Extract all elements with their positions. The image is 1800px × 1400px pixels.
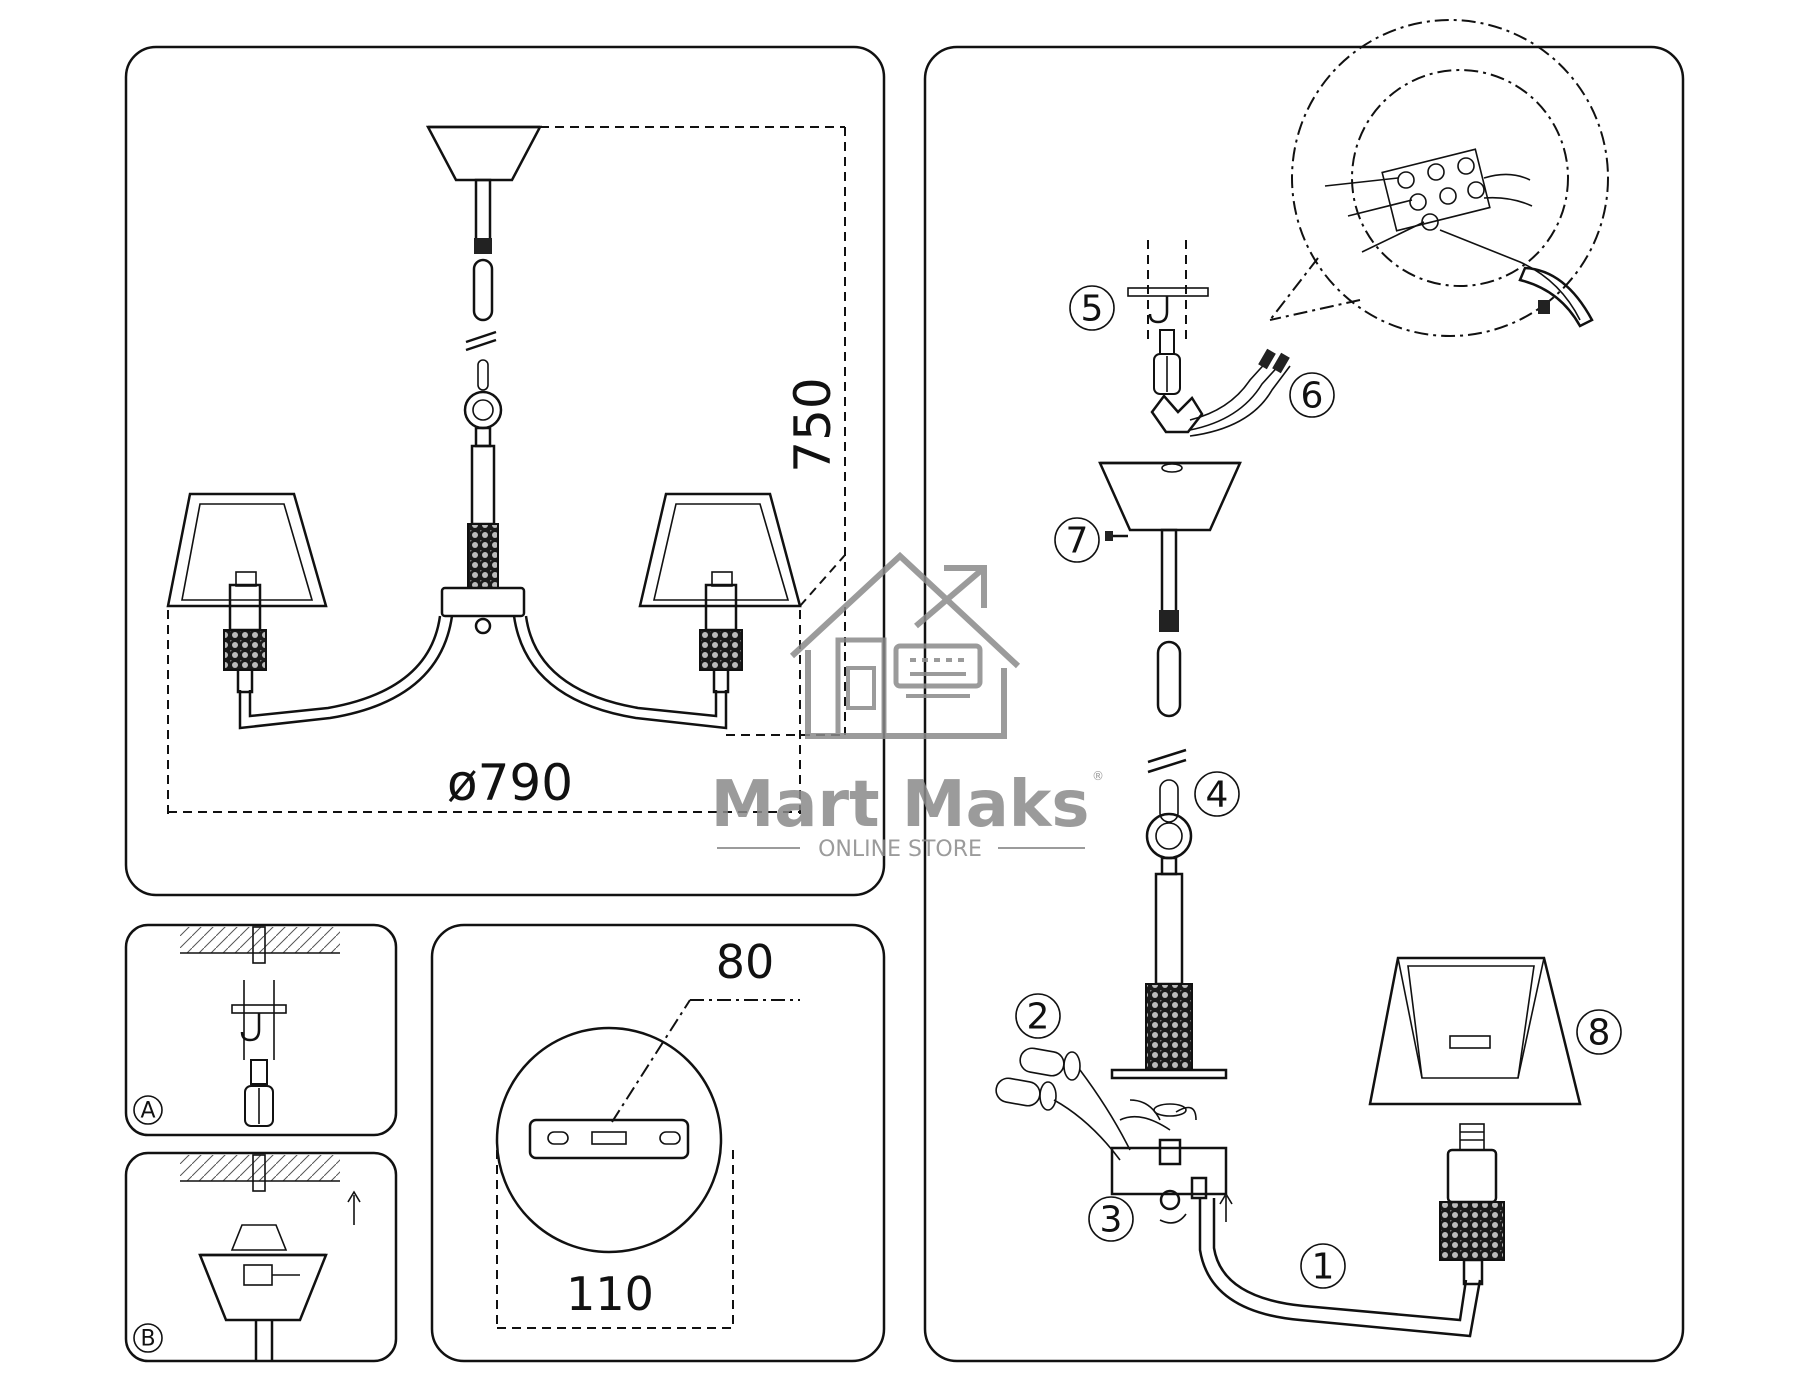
step-badge-1: 1: [1300, 1243, 1346, 1289]
watermark-brand: Mart Maks: [711, 768, 1090, 842]
watermark-tagline: ONLINE STORE: [818, 837, 982, 862]
mount-step-a-label: A: [140, 1099, 155, 1124]
mount-step-b-label: B: [140, 1327, 155, 1352]
step-badge-7: 7: [1054, 517, 1100, 563]
panel-mount-b: B: [124, 1151, 398, 1363]
step-badge-3: 3: [1088, 1196, 1134, 1242]
panel-assembly: 1 2 3 4 5 6 7 8: [923, 19, 1685, 1363]
terminal-block-detail: [1324, 148, 1594, 328]
step-6-label: 6: [1301, 376, 1324, 417]
panel-mount-a: A: [124, 923, 398, 1137]
step-badge-8: 8: [1576, 1009, 1622, 1055]
step-2-label: 2: [1027, 997, 1050, 1038]
step-1-label: 1: [1312, 1247, 1335, 1288]
step-badge-5: 5: [1069, 285, 1115, 331]
height-dimension: 750: [784, 377, 842, 472]
diameter-dimension: ø790: [447, 754, 573, 812]
step-7-label: 7: [1066, 521, 1089, 562]
step-3-label: 3: [1100, 1200, 1123, 1241]
step-8-label: 8: [1588, 1013, 1611, 1054]
step-4-label: 4: [1206, 775, 1229, 816]
watermark-registered-mark: ®: [1092, 769, 1104, 783]
step-badge-4: 4: [1194, 771, 1240, 817]
panel-dimensions: ø790 750: [124, 45, 886, 897]
panel-canopy-plate: 80 110: [430, 923, 886, 1363]
house-logo-icon: [789, 551, 1021, 739]
canopy-diameter-dimension: 110: [566, 1267, 654, 1321]
step-badge-6: 6: [1289, 372, 1335, 418]
slot-dimension: 80: [716, 935, 775, 989]
store-watermark: Mart Maks ® ONLINE STORE: [711, 551, 1104, 862]
step-badge-2: 2: [1015, 993, 1061, 1039]
hook-plate: [1127, 240, 1209, 395]
step-5-label: 5: [1081, 289, 1104, 330]
